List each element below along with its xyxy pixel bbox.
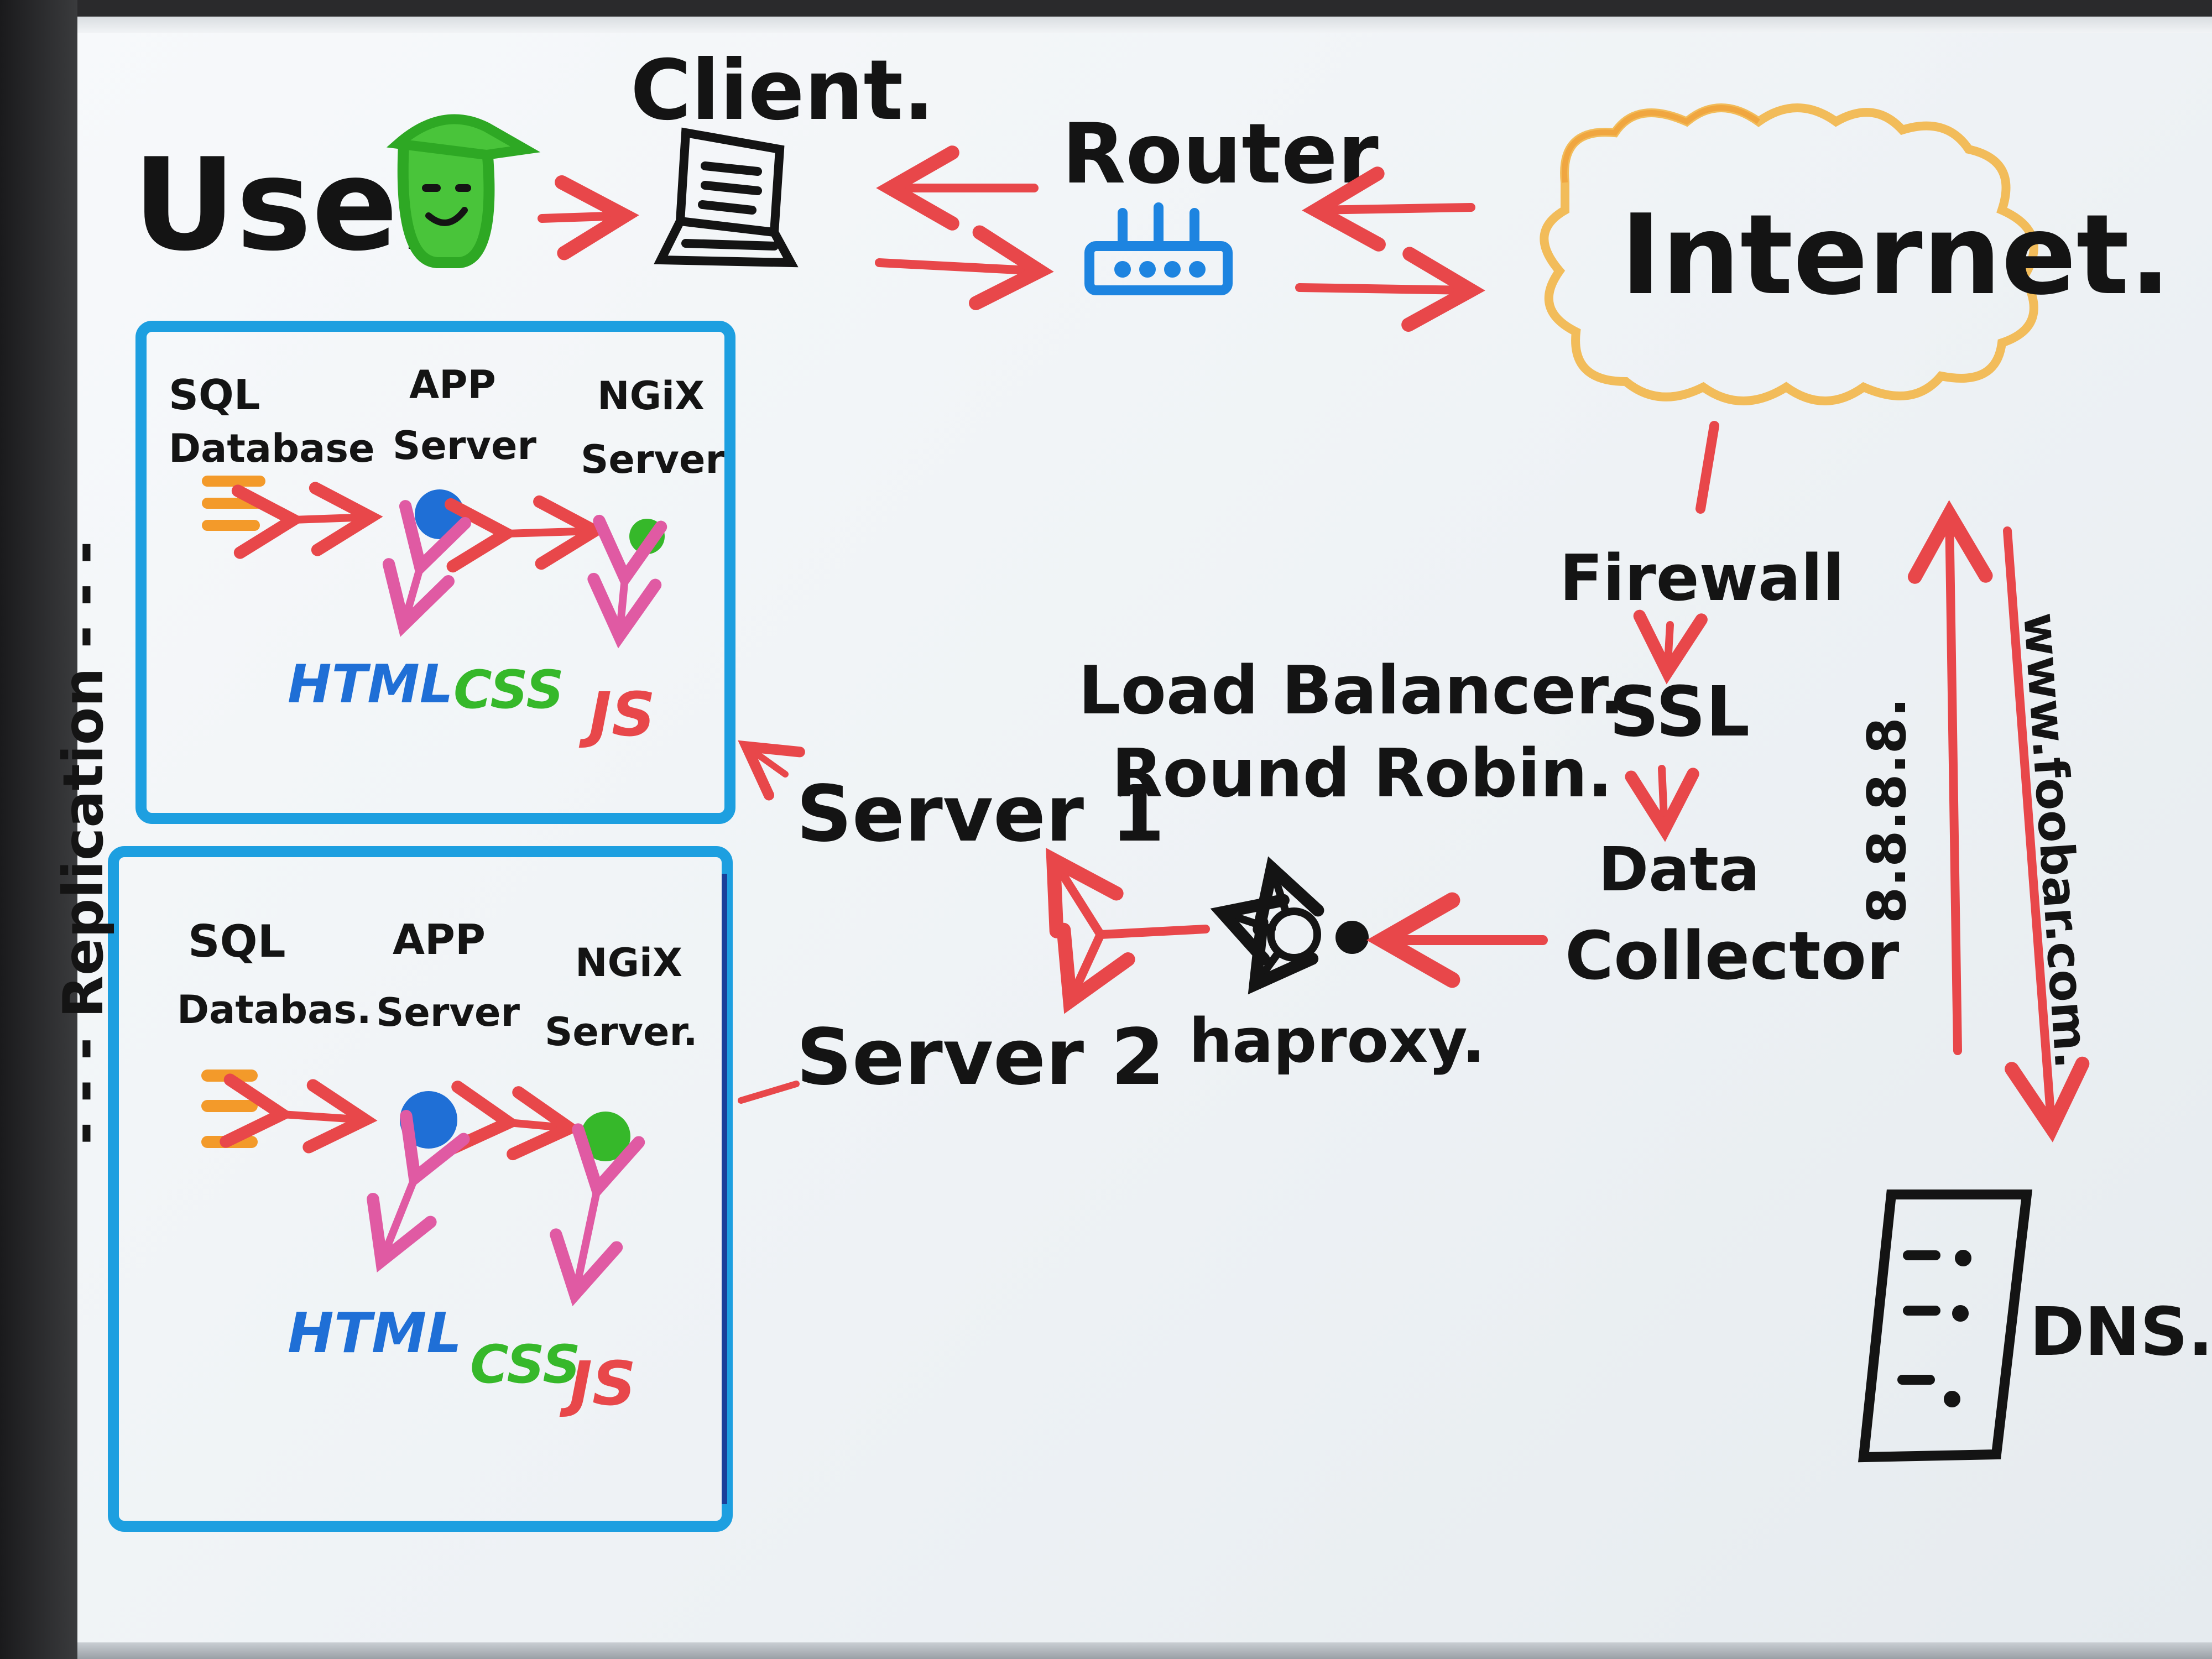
- server-2-nginx-label-line2: Server.: [545, 1009, 698, 1055]
- internet-to-router-arrow: [1302, 166, 1475, 252]
- server-1-app-html-arrow: [382, 500, 471, 637]
- server-1-nginx-label-line2: Server: [581, 437, 725, 482]
- firewall-to-ssl-arrow: [1633, 609, 1708, 685]
- server-2-db-app-arrow: [220, 1073, 378, 1154]
- data-collector-label-line1: Data: [1598, 834, 1760, 905]
- server-2-app-label-line2: Server: [376, 990, 520, 1035]
- dns-server-icon: [1858, 1190, 2033, 1463]
- router-icon: [1084, 202, 1233, 295]
- server-1-app-label-line1: APP: [409, 362, 496, 408]
- server-1-label: Server 1: [796, 769, 1165, 859]
- server-2-app-label-line1: APP: [393, 915, 486, 964]
- server-2-database-icon: [201, 1070, 258, 1148]
- server-1-app-node: [415, 489, 465, 539]
- router-to-internet-arrow: [1295, 247, 1485, 332]
- ssl-label: SSL: [1609, 672, 1750, 752]
- load-balancer-label: Load Balancer.: [1078, 653, 1625, 729]
- load-balancer-split-arrows: [1046, 848, 1210, 1014]
- haproxy-label: haproxy.: [1189, 1005, 1485, 1076]
- server-1-db-app-arrow: [231, 482, 383, 559]
- internet-to-dns-arrow: [2003, 526, 2090, 1142]
- cloud-accent: [1562, 105, 1760, 183]
- ssl-to-collector-arrow: [1625, 765, 1699, 842]
- server-1-database-icon: [202, 476, 265, 531]
- whiteboard-frame-bottom: [77, 1642, 2212, 1659]
- server-2-pointer-line: [738, 1081, 800, 1104]
- server-2-app-node: [400, 1091, 457, 1149]
- firewall-label: Firewall: [1559, 541, 1844, 615]
- server-2-js-label: JS: [559, 1348, 636, 1419]
- server-2-html-label: HTML: [288, 1301, 462, 1365]
- server-1-js-label: JS: [578, 679, 655, 750]
- internet-label: Internet.: [1620, 191, 2171, 320]
- whiteboard-frame-left: [0, 0, 77, 1659]
- replication-label: - - - Replication - - -: [51, 541, 116, 1145]
- server-2-nginx-label-line1: NGiX: [575, 940, 682, 985]
- server-2-sql-label-line1: SQL: [188, 916, 286, 967]
- server-1-nginx-label-line1: NGiX: [597, 373, 705, 419]
- server-2-app-html-arrow: [367, 1110, 470, 1272]
- client-label: Client.: [630, 43, 935, 139]
- server-1-box: [135, 321, 735, 824]
- haproxy-icon: [1210, 856, 1324, 995]
- server-1-app-nginx-arrow: [445, 495, 607, 573]
- dns-label: DNS.: [2030, 1294, 2212, 1371]
- server-1-nginx-js-arrow: [587, 514, 667, 649]
- dns-to-internet-arrow: [1907, 500, 1993, 1055]
- user-icon: [386, 114, 541, 268]
- server-1-sql-label-line1: SQL: [169, 371, 260, 419]
- dns-domain-label: www.foobar.com.: [2012, 611, 2099, 1071]
- dns-ip-label: 8.8.8.8.: [1857, 697, 1918, 924]
- round-robin-label: Round Robin.: [1112, 735, 1613, 812]
- server-1-css-label: CSS: [453, 660, 564, 721]
- server-1-app-label-line2: Server: [393, 423, 537, 468]
- server-2-label: Server 2: [796, 1013, 1165, 1103]
- server-2-nginx-node: [581, 1112, 630, 1161]
- haproxy-entry-node: [1335, 921, 1369, 954]
- router-label: Router: [1062, 106, 1379, 202]
- server-2-css-label: CSS: [470, 1334, 581, 1395]
- data-collector-label-line2: Collector: [1565, 918, 1899, 995]
- server-1-sql-label-line2: Database: [169, 426, 375, 471]
- laptop-icon: [654, 127, 799, 268]
- client-to-router-arrow: [875, 225, 1054, 310]
- server-1-html-label: HTML: [288, 654, 453, 715]
- internet-to-firewall-line: [1695, 421, 1719, 514]
- server-1-nginx-node: [629, 519, 665, 554]
- user-to-client-arrow: [538, 175, 639, 260]
- server-2-app-nginx-arrow: [446, 1081, 582, 1161]
- server-1-pointer-arrow: [738, 740, 805, 801]
- server-2-nginx-js-arrow: [550, 1123, 645, 1307]
- server-2-sql-label-line2: Databas.: [177, 987, 372, 1032]
